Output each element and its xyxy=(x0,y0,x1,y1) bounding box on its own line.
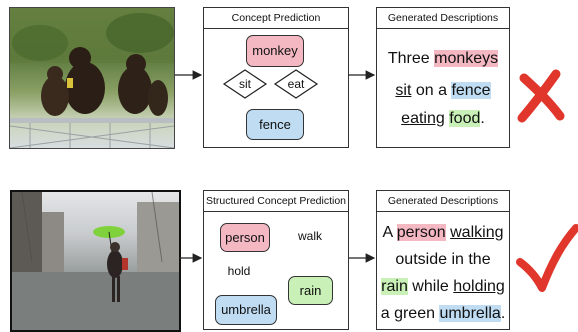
rain-street-photo xyxy=(10,190,181,332)
structured-concept-prediction-title: Structured Concept Prediction xyxy=(204,191,348,212)
concept-person: person xyxy=(220,223,270,252)
top-desc-line-2: sit on a fence xyxy=(395,82,491,99)
generated-descriptions-title-top: Generated Descriptions xyxy=(377,8,509,29)
bottom-desc-line-1: A person walking xyxy=(382,224,504,241)
concept-fence: fence xyxy=(246,109,304,140)
bottom-desc-line-2: outside in the xyxy=(395,251,491,268)
concept-prediction-panel: Concept Prediction monkey fence xyxy=(203,7,349,148)
concept-eat: eat xyxy=(287,77,305,91)
concept-walk: walk xyxy=(297,229,322,243)
bottom-desc-line-3: rain while holding xyxy=(381,278,505,295)
generated-descriptions-title-bottom: Generated Descriptions xyxy=(377,191,509,212)
monkeys-photo xyxy=(9,7,175,149)
concept-umbrella: umbrella xyxy=(215,295,277,325)
concept-eat-diamond xyxy=(273,69,319,99)
top-desc-line-1: Three monkeys xyxy=(387,50,499,67)
concept-hold: hold xyxy=(227,264,251,278)
concept-prediction-title: Concept Prediction xyxy=(204,8,348,29)
top-desc-line-3: eating food. xyxy=(401,110,485,127)
generated-descriptions-panel-bottom: Generated Descriptions A person walking … xyxy=(376,190,510,330)
cross-mark-icon xyxy=(517,69,565,123)
structured-concept-prediction-panel: Structured Concept Prediction person rai… xyxy=(203,190,349,330)
concept-monkey: monkey xyxy=(246,35,304,67)
generated-descriptions-panel-top: Generated Descriptions Three monkeys sit… xyxy=(376,7,510,148)
concept-sit: sit xyxy=(239,77,251,91)
concept-sit-diamond xyxy=(222,69,268,99)
concept-rain: rain xyxy=(288,276,333,305)
bottom-desc-line-4: a green umbrella. xyxy=(380,305,506,322)
check-mark-icon xyxy=(516,224,578,292)
